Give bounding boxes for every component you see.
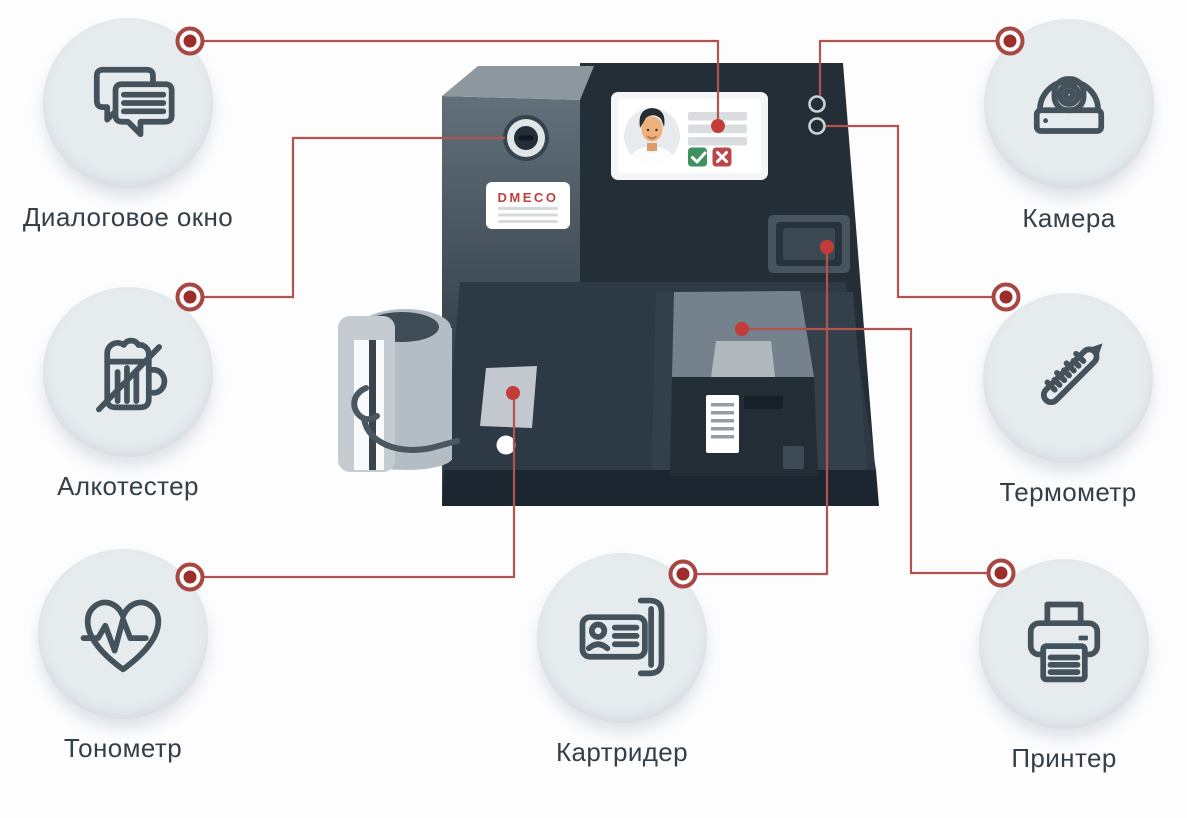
node-label: Тонометр — [63, 733, 183, 763]
node-card-reader: Картридер — [537, 553, 707, 767]
tonometer-pad[interactable] — [480, 366, 537, 428]
node-camera: Камера — [984, 19, 1154, 233]
node-breathalyzer: Алкотестер — [43, 287, 213, 501]
card-reader-badge — [537, 553, 707, 723]
brand-text: DMECO — [498, 190, 559, 205]
node-label: Принтер — [1011, 743, 1117, 773]
screen-text-bar — [688, 124, 747, 133]
card-reader-slot[interactable] — [768, 215, 850, 273]
printer-badge — [979, 559, 1149, 729]
node-label: Картридер — [555, 737, 689, 767]
node-label: Диалоговое окно — [22, 202, 234, 232]
cancel-button[interactable] — [712, 147, 732, 167]
camera-sensor-ring — [808, 95, 826, 113]
x-icon — [716, 151, 728, 163]
printer-icon — [1027, 601, 1101, 683]
breathalyzer-port[interactable] — [503, 115, 549, 161]
tonometer-badge — [38, 549, 208, 719]
blood-pressure-cuff[interactable] — [338, 309, 460, 472]
deck-button[interactable] — [496, 435, 516, 455]
receipt-slot — [744, 396, 783, 409]
no-alcohol-mug-icon — [96, 337, 168, 413]
breathalyzer-badge — [43, 287, 213, 457]
heart-pulse-icon — [80, 599, 162, 673]
thermometer-icon — [1040, 343, 1103, 406]
node-label: Термометр — [999, 477, 1137, 507]
node-dialog-window: Диалоговое окно — [23, 18, 233, 232]
screen-text-bar — [688, 112, 747, 121]
node-label: Алкотестер — [57, 471, 199, 501]
thermometer-badge — [983, 293, 1153, 463]
node-tonometer: Тонометр — [38, 549, 208, 763]
node-thermometer: Термометр — [983, 293, 1153, 507]
node-printer: Принтер — [979, 559, 1149, 773]
camera-badge — [984, 19, 1154, 189]
chat-bubbles-icon — [93, 66, 175, 138]
brand-plate: DMECO — [486, 182, 570, 229]
receipt-printer-unit[interactable] — [670, 291, 818, 476]
id-card-reader-icon — [579, 597, 665, 677]
kiosk-top-bevel — [442, 66, 594, 100]
check-icon — [691, 151, 707, 164]
dialog-window-badge — [43, 18, 213, 188]
receipt-paper — [706, 395, 739, 453]
kiosk-screen[interactable] — [611, 92, 768, 180]
confirm-button[interactable] — [688, 147, 707, 167]
screen-text-bar — [688, 137, 747, 146]
node-label: Камера — [1022, 203, 1116, 233]
dome-camera-icon — [1033, 76, 1105, 134]
temperature-sensor-ring — [808, 117, 826, 135]
